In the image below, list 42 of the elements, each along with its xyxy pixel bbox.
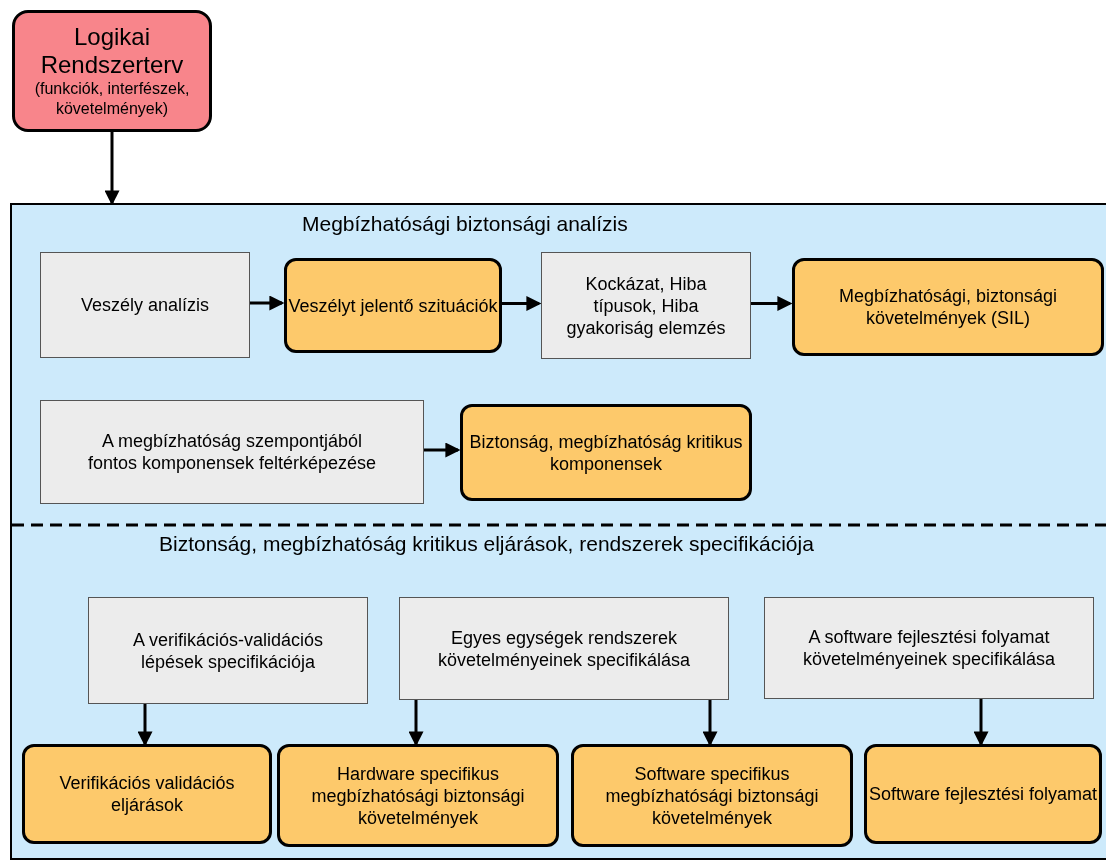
section-panel [10,525,1106,860]
process-box [88,597,368,704]
section-title: Biztonság, megbízhatóság kritikus eljárások, rendszerek specifikációja [159,531,814,557]
section-title: Megbízhatósági biztonsági analízis [302,211,628,237]
result-box [864,744,1102,844]
arrow [104,132,120,206]
result-box [460,404,752,501]
arrow [500,296,542,311]
process-box [40,400,424,504]
process-box [12,10,212,132]
arrow [749,296,793,311]
result-box [571,744,853,847]
node-label: Megbízhatósági, biztonsági követelmények (SIL) [837,285,1059,329]
node-label: A verifikációs-validációs lépések specifikációja [131,628,325,673]
node-label: Kockázat, Hiba típusok, Hiba gyakoriság elemzés [565,272,727,339]
node-label: Veszély analízis [80,294,210,316]
node-label: Veszélyt jelentő szituációk [288,294,498,317]
node-sublabel: (funkciók, interfészek, követelmények) [33,79,191,119]
node-label: Biztonság, megbízhatóság kritikus komponensek [468,430,744,475]
section-panel [10,203,1106,525]
arrow [248,295,285,311]
process-box [764,597,1094,699]
result-box [22,744,272,844]
process-box [399,597,729,700]
arrow [422,442,461,458]
result-box [277,744,559,847]
arrow [973,699,989,747]
node-label: Hardware specifikus megbízhatósági biztonsági követelmények [310,762,526,829]
node-label: Software fejlesztési folyamat [868,783,1098,805]
node-label: A software fejlesztési folyamat követelményeinek specifikálása [801,626,1057,670]
node-label: Verifikációs validációs eljárások [58,772,236,816]
result-box [792,258,1104,356]
node-label: A megbízhatóság szempontjából fontos komponensek feltérképezése [86,430,378,474]
arrow [137,704,153,747]
process-box [541,252,751,359]
result-box [284,258,502,353]
process-box [40,252,250,358]
node-label: Egyes egységek rendszerek követelményeinek specifikálása [436,626,692,671]
arrow [408,700,424,747]
node-label: Software specifikus megbízhatósági biztonsági követelmények [604,762,820,829]
arrow [702,700,718,747]
node-label: Logikai Rendszerterv [39,23,185,79]
